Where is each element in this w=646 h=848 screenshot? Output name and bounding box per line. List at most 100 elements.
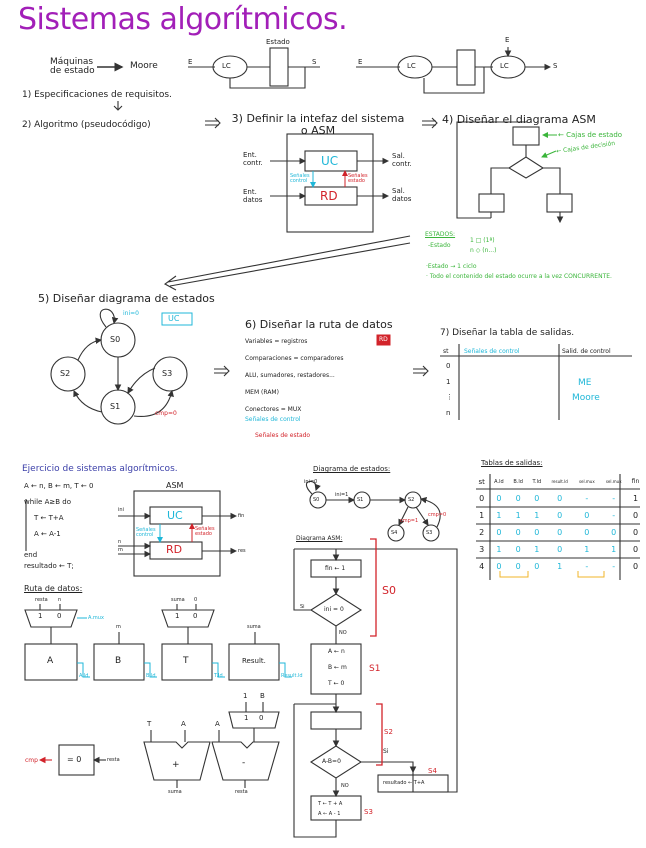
cell: 1 [515, 511, 521, 520]
mealy-e-label: E [358, 58, 363, 66]
code-line-6: resultado ← T; [24, 562, 74, 570]
header-bld: B.ld [513, 478, 523, 485]
cell: 1 [496, 545, 502, 554]
b-ld-label: B.ld [146, 673, 156, 679]
cell: 3 [479, 545, 485, 554]
exercise-rd: RD [166, 543, 183, 556]
rd-badge: RD [379, 336, 388, 343]
cell: 0 [496, 528, 502, 537]
cell: 0 [515, 562, 521, 571]
generic-row-dots: ⋮ [446, 393, 453, 401]
mux-sub-in-b: B [260, 692, 265, 700]
zero-comparator: = 0 [67, 755, 82, 764]
estado-label: Estado [266, 38, 290, 46]
asm-label-s2: S2 [384, 728, 393, 736]
cell: 1 [496, 511, 502, 520]
sal-datos-label: Sal. datos [392, 187, 412, 203]
state2-s4: S4 [391, 530, 398, 536]
n-diamond-note: n ◇ (n...) [470, 247, 497, 254]
asm-label-s0: S0 [382, 584, 396, 597]
state2-s0: S0 [313, 497, 320, 503]
mux-a-sel-1: 1 [38, 612, 43, 620]
step-7: 7) Diseñar la tabla de salidas. [440, 328, 575, 338]
header-tld: T.ld [532, 478, 542, 485]
exercise-m: m [118, 547, 123, 553]
cell: - [585, 494, 589, 503]
outputs-table-heading: Tablas de salidas: [481, 459, 543, 467]
a-ld-label: A.ld [79, 673, 89, 679]
cell: 0 [633, 528, 639, 537]
cell: 0 [584, 511, 590, 520]
state2-cmp1: cmp=1 [400, 518, 419, 524]
mux-sub-sel-1: 1 [244, 714, 249, 722]
asm-cond2: A-B=0 [322, 758, 341, 765]
cell: - [585, 562, 589, 571]
exercise-uc: UC [167, 509, 183, 522]
adder-out: suma [168, 789, 182, 795]
asm-s1-line-1: A ← n [328, 648, 345, 655]
adder-op: + [172, 760, 180, 770]
step-6: 6) Diseñar la ruta de datos [245, 318, 393, 331]
mux-a-select-label: A.mux [88, 615, 104, 621]
generic-table-header-salid: Salid. de control [562, 348, 611, 355]
table-row: 3 1 0 1 0 1 1 0 [474, 541, 644, 558]
cell: 0 [534, 562, 540, 571]
cell: 0 [584, 528, 590, 537]
header-selmux1: sel.mux [578, 479, 595, 484]
step-3: 3) Definir la intefaz del sistema o ASM [231, 112, 405, 137]
sub-out: resta [235, 789, 248, 795]
state2-s3: S3 [426, 530, 433, 536]
cell: 1 [534, 545, 540, 554]
t-ld-label: T.ld [214, 673, 223, 679]
cell: 1 [584, 545, 590, 554]
cell: 0 [534, 494, 540, 503]
state-s2: S2 [60, 369, 71, 378]
asm-s1-line-2: B ← m [328, 664, 347, 671]
cell: 0 [557, 511, 563, 520]
cmp-label: cmp=0 [155, 410, 177, 417]
cell: - [612, 562, 616, 571]
exercise-senales-estado: Señales estado [195, 526, 215, 537]
e-label: E [188, 58, 193, 66]
mux-a-sel-0: 0 [57, 612, 62, 620]
generic-table-header-control: Señales de control [464, 348, 520, 355]
mux-a-in-n: n [58, 597, 62, 603]
step-2: 2) Algoritmo (pseudocódigo) [22, 120, 151, 130]
state-s0: S0 [110, 335, 121, 344]
reg-a: A [47, 656, 54, 666]
dp-note-5: Conectores = MUX [245, 406, 302, 413]
maquinas-label: Máquinas de estado [50, 57, 95, 76]
reg-b-input: m [116, 624, 121, 630]
asm-s1-line-3: T ← 0 [328, 680, 345, 687]
sal-contr-label: Sal. contr. [392, 152, 412, 168]
asm-no-2: NO [341, 783, 349, 789]
estados-heading: ESTADOS: [425, 231, 456, 238]
sub-in-a: A [215, 720, 220, 728]
adder-in-a: A [181, 720, 186, 728]
cell: 0 [515, 545, 521, 554]
dp-note-3: ALU, sumadores, restadores... [245, 372, 335, 379]
mux-t-sel-0: 0 [193, 612, 198, 620]
code-line-4: A ← A-1 [34, 530, 61, 538]
state2-ini-one: ini=1 [335, 492, 349, 498]
reg-b: B [115, 656, 122, 666]
cell: 0 [557, 494, 563, 503]
concurrente-note: · Todo el contenido del estado ocurre a … [426, 273, 612, 280]
state-s3: S3 [162, 369, 173, 378]
header-ald: A.ld [494, 478, 504, 485]
header-fin: fin [631, 478, 640, 485]
cell: 0 [557, 528, 563, 537]
cell: 0 [633, 562, 639, 571]
one-box-note: 1 □ (1ª) [470, 237, 495, 244]
ent-datos-label: Ent. datos [243, 188, 263, 204]
result-ld-label: Result.ld [281, 673, 303, 679]
exercise-n: n [118, 539, 122, 545]
cell: 1 [534, 511, 540, 520]
code-line-5: end [24, 551, 38, 559]
mux-t-in-suma: suma [171, 597, 185, 603]
me-label: ME [578, 378, 592, 388]
state-diagram2-heading: Diagrama de estados: [313, 465, 391, 473]
mealy-lc2-label: LC [500, 62, 509, 70]
zero-input: resta [107, 757, 120, 763]
asm-si-1: Si [300, 604, 305, 610]
